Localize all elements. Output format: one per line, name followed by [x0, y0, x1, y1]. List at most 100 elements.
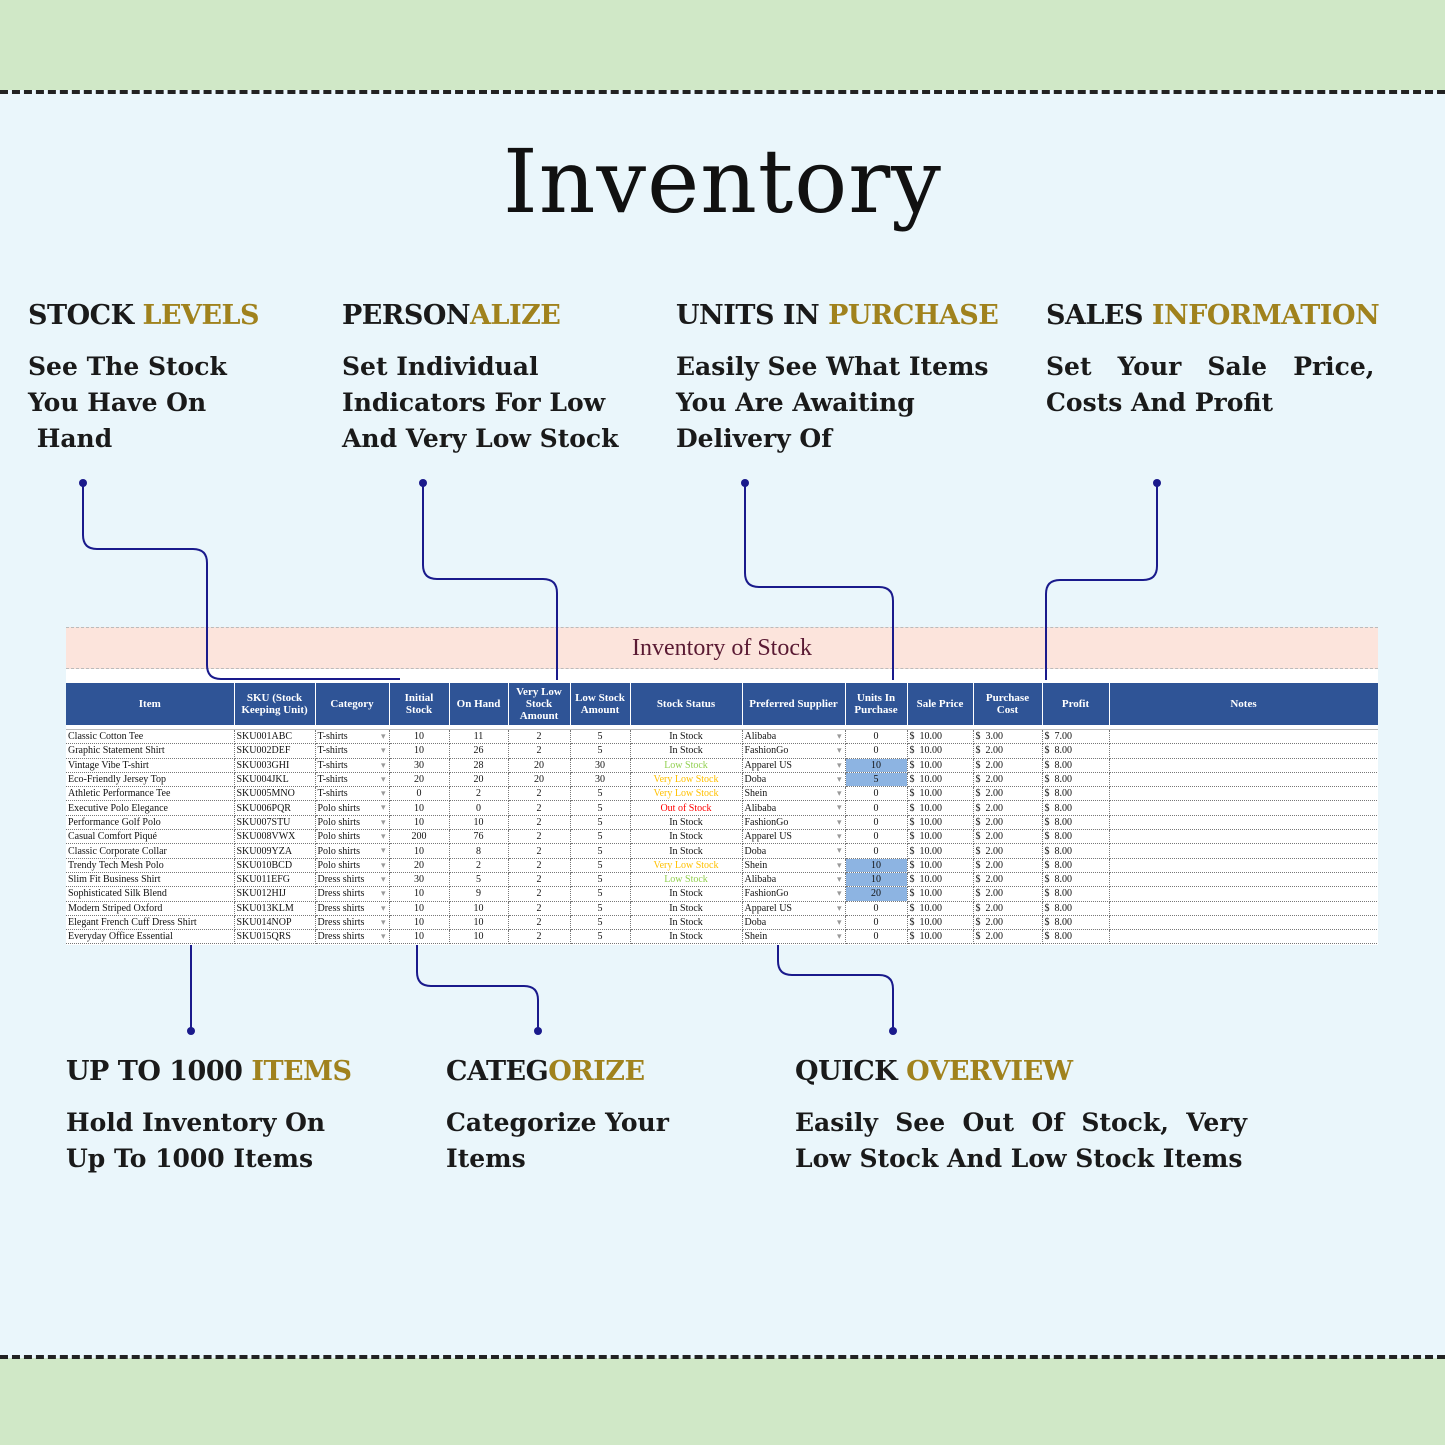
notes-cell[interactable] — [1109, 743, 1378, 759]
column-header[interactable]: Units In Purchase — [845, 683, 908, 725]
very-low-stock-cell[interactable]: 20 — [508, 758, 571, 773]
notes-cell[interactable] — [1109, 786, 1378, 802]
very-low-stock-cell[interactable]: 20 — [508, 772, 571, 788]
column-header[interactable]: Stock Status — [630, 683, 743, 725]
very-low-stock-cell[interactable]: 2 — [508, 872, 571, 888]
sale-price-cell[interactable]: $10.00 — [907, 915, 974, 931]
very-low-stock-cell[interactable]: 2 — [508, 858, 571, 873]
very-low-stock-cell[interactable]: 2 — [508, 929, 571, 945]
low-stock-cell[interactable]: 5 — [570, 929, 631, 945]
sale-price-cell[interactable]: $10.00 — [907, 843, 974, 859]
initial-stock-cell[interactable]: 10 — [389, 901, 450, 916]
units-in-purchase-cell[interactable]: 0 — [845, 915, 908, 931]
column-header[interactable]: On Hand — [449, 683, 509, 725]
sale-price-cell[interactable]: $10.00 — [907, 829, 974, 845]
notes-cell[interactable] — [1109, 901, 1378, 916]
units-in-purchase-cell[interactable]: 10 — [845, 758, 908, 773]
purchase-cost-cell[interactable]: $2.00 — [973, 800, 1043, 816]
initial-stock-cell[interactable]: 30 — [389, 758, 450, 773]
very-low-stock-cell[interactable]: 2 — [508, 886, 571, 902]
low-stock-cell[interactable]: 5 — [570, 843, 631, 859]
units-in-purchase-cell[interactable]: 0 — [845, 829, 908, 845]
item-cell[interactable]: Everyday Office Essential — [66, 929, 235, 945]
on-hand-cell[interactable]: 2 — [449, 858, 509, 873]
sale-price-cell[interactable]: $10.00 — [907, 815, 974, 831]
units-in-purchase-cell[interactable]: 0 — [845, 929, 908, 945]
very-low-stock-cell[interactable]: 2 — [508, 843, 571, 859]
initial-stock-cell[interactable]: 30 — [389, 872, 450, 888]
item-cell[interactable]: Graphic Statement Shirt — [66, 743, 235, 759]
low-stock-cell[interactable]: 5 — [570, 858, 631, 873]
on-hand-cell[interactable]: 10 — [449, 929, 509, 945]
units-in-purchase-cell[interactable]: 10 — [845, 858, 908, 873]
units-in-purchase-cell[interactable]: 10 — [845, 872, 908, 888]
sale-price-cell[interactable]: $10.00 — [907, 858, 974, 873]
units-in-purchase-cell[interactable]: 0 — [845, 800, 908, 816]
initial-stock-cell[interactable]: 10 — [389, 929, 450, 945]
low-stock-cell[interactable]: 5 — [570, 915, 631, 931]
low-stock-cell[interactable]: 5 — [570, 901, 631, 916]
sale-price-cell[interactable]: $10.00 — [907, 872, 974, 888]
item-cell[interactable]: Sophisticated Silk Blend — [66, 886, 235, 902]
sale-price-cell[interactable]: $10.00 — [907, 800, 974, 816]
low-stock-cell[interactable]: 5 — [570, 729, 631, 745]
on-hand-cell[interactable]: 10 — [449, 901, 509, 916]
column-header[interactable]: Purchase Cost — [973, 683, 1043, 725]
purchase-cost-cell[interactable]: $2.00 — [973, 843, 1043, 859]
item-cell[interactable]: Eco-Friendly Jersey Top — [66, 772, 235, 788]
column-header[interactable]: Initial Stock — [389, 683, 450, 725]
initial-stock-cell[interactable]: 200 — [389, 829, 450, 845]
purchase-cost-cell[interactable]: $2.00 — [973, 901, 1043, 916]
units-in-purchase-cell[interactable]: 0 — [845, 843, 908, 859]
very-low-stock-cell[interactable]: 2 — [508, 743, 571, 759]
very-low-stock-cell[interactable]: 2 — [508, 786, 571, 802]
initial-stock-cell[interactable]: 0 — [389, 786, 450, 802]
on-hand-cell[interactable]: 8 — [449, 843, 509, 859]
notes-cell[interactable] — [1109, 772, 1378, 788]
column-header[interactable]: Item — [66, 683, 235, 725]
item-cell[interactable]: Slim Fit Business Shirt — [66, 872, 235, 888]
initial-stock-cell[interactable]: 20 — [389, 772, 450, 788]
initial-stock-cell[interactable]: 20 — [389, 858, 450, 873]
purchase-cost-cell[interactable]: $2.00 — [973, 886, 1043, 902]
item-cell[interactable]: Classic Cotton Tee — [66, 729, 235, 745]
on-hand-cell[interactable]: 10 — [449, 915, 509, 931]
sale-price-cell[interactable]: $10.00 — [907, 901, 974, 916]
notes-cell[interactable] — [1109, 915, 1378, 931]
sale-price-cell[interactable]: $10.00 — [907, 758, 974, 773]
purchase-cost-cell[interactable]: $3.00 — [973, 729, 1043, 745]
sale-price-cell[interactable]: $10.00 — [907, 743, 974, 759]
purchase-cost-cell[interactable]: $2.00 — [973, 915, 1043, 931]
notes-cell[interactable] — [1109, 829, 1378, 845]
notes-cell[interactable] — [1109, 886, 1378, 902]
on-hand-cell[interactable]: 10 — [449, 815, 509, 831]
on-hand-cell[interactable]: 0 — [449, 800, 509, 816]
sale-price-cell[interactable]: $10.00 — [907, 886, 974, 902]
item-cell[interactable]: Performance Golf Polo — [66, 815, 235, 831]
low-stock-cell[interactable]: 5 — [570, 743, 631, 759]
units-in-purchase-cell[interactable]: 20 — [845, 886, 908, 902]
item-cell[interactable]: Vintage Vibe T-shirt — [66, 758, 235, 773]
sale-price-cell[interactable]: $10.00 — [907, 929, 974, 945]
initial-stock-cell[interactable]: 10 — [389, 729, 450, 745]
very-low-stock-cell[interactable]: 2 — [508, 800, 571, 816]
purchase-cost-cell[interactable]: $2.00 — [973, 743, 1043, 759]
supplier-dropdown[interactable]: Shein — [742, 929, 846, 945]
very-low-stock-cell[interactable]: 2 — [508, 829, 571, 845]
sale-price-cell[interactable]: $10.00 — [907, 729, 974, 745]
purchase-cost-cell[interactable]: $2.00 — [973, 872, 1043, 888]
units-in-purchase-cell[interactable]: 0 — [845, 743, 908, 759]
initial-stock-cell[interactable]: 10 — [389, 915, 450, 931]
column-header[interactable]: Very Low Stock Amount — [508, 683, 571, 725]
column-header[interactable]: Category — [315, 683, 390, 725]
notes-cell[interactable] — [1109, 758, 1378, 773]
initial-stock-cell[interactable]: 10 — [389, 886, 450, 902]
low-stock-cell[interactable]: 5 — [570, 829, 631, 845]
on-hand-cell[interactable]: 20 — [449, 772, 509, 788]
column-header[interactable]: Profit — [1042, 683, 1110, 725]
item-cell[interactable]: Casual Comfort Piqué — [66, 829, 235, 845]
units-in-purchase-cell[interactable]: 0 — [845, 729, 908, 745]
notes-cell[interactable] — [1109, 929, 1378, 945]
on-hand-cell[interactable]: 5 — [449, 872, 509, 888]
purchase-cost-cell[interactable]: $2.00 — [973, 929, 1043, 945]
